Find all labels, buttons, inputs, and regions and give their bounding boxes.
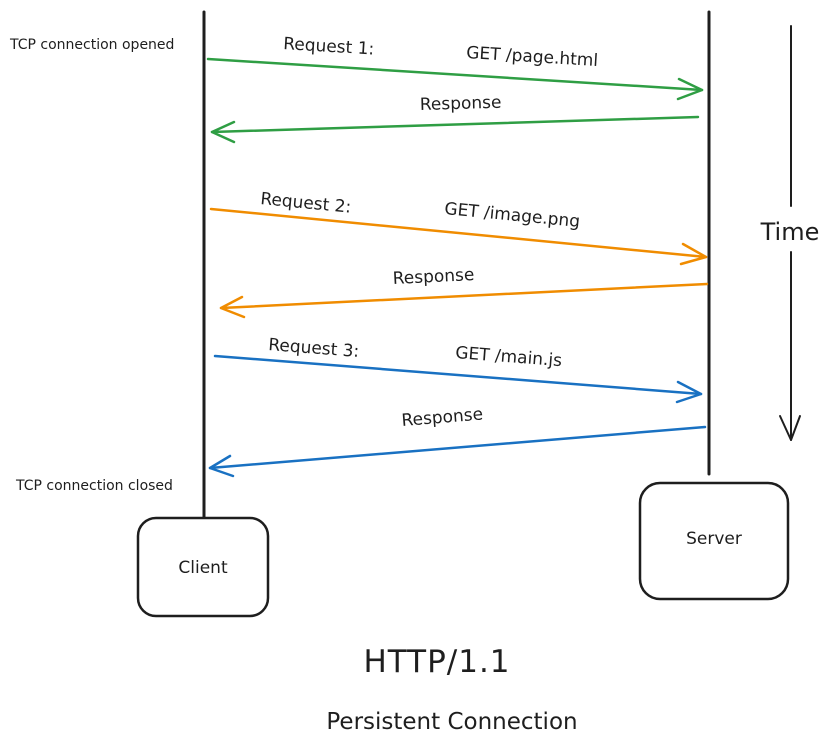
request-3-detail: GET /main.js	[455, 343, 563, 371]
request-3-arrowhead	[675, 380, 703, 404]
message-request-2: Request 2: GET /image.png	[209, 189, 708, 266]
message-request-3: Request 3: GET /main.js	[213, 335, 703, 404]
response-3-label: Response	[401, 404, 484, 430]
request-3-label: Request 3:	[268, 335, 360, 362]
time-label: Time	[760, 218, 820, 246]
request-2-label: Request 2:	[260, 189, 353, 218]
message-response-3: Response	[208, 404, 707, 478]
response-1-label: Response	[420, 93, 502, 115]
diagram-title: HTTP/1.1	[363, 644, 510, 680]
response-2-arrow-line	[219, 282, 709, 310]
response-3-arrow-line	[208, 425, 707, 470]
request-1-arrowhead	[676, 77, 704, 101]
time-axis-arrowhead	[779, 415, 801, 441]
tcp-closed-note: TCP connection closed	[15, 478, 173, 494]
server-box	[638, 481, 790, 601]
request-2-arrow-line	[209, 207, 708, 259]
response-3-arrowhead	[208, 454, 235, 478]
time-axis: Time	[760, 25, 820, 441]
message-request-1: Request 1: GET /page.html	[206, 34, 704, 101]
client-label: Client	[178, 558, 228, 578]
client-participant: Client	[136, 516, 270, 618]
message-response-2: Response	[219, 265, 709, 319]
request-2-detail: GET /image.png	[444, 199, 581, 232]
response-2-arrowhead	[219, 295, 246, 319]
response-2-label: Response	[392, 265, 475, 289]
request-1-detail: GET /page.html	[466, 43, 599, 71]
request-1-label: Request 1:	[283, 34, 375, 60]
request-2-arrowhead	[679, 242, 708, 266]
request-3-arrow-line	[213, 354, 703, 396]
client-box	[136, 516, 270, 618]
request-1-arrow-line	[206, 57, 704, 92]
diagram-subtitle: Persistent Connection	[326, 709, 577, 735]
message-response-1: Response	[210, 93, 700, 144]
response-1-arrowhead	[210, 120, 236, 144]
response-1-arrow-line	[210, 115, 700, 134]
server-label: Server	[686, 529, 742, 549]
tcp-opened-note: TCP connection opened	[9, 37, 174, 53]
server-participant: Server	[638, 481, 790, 601]
